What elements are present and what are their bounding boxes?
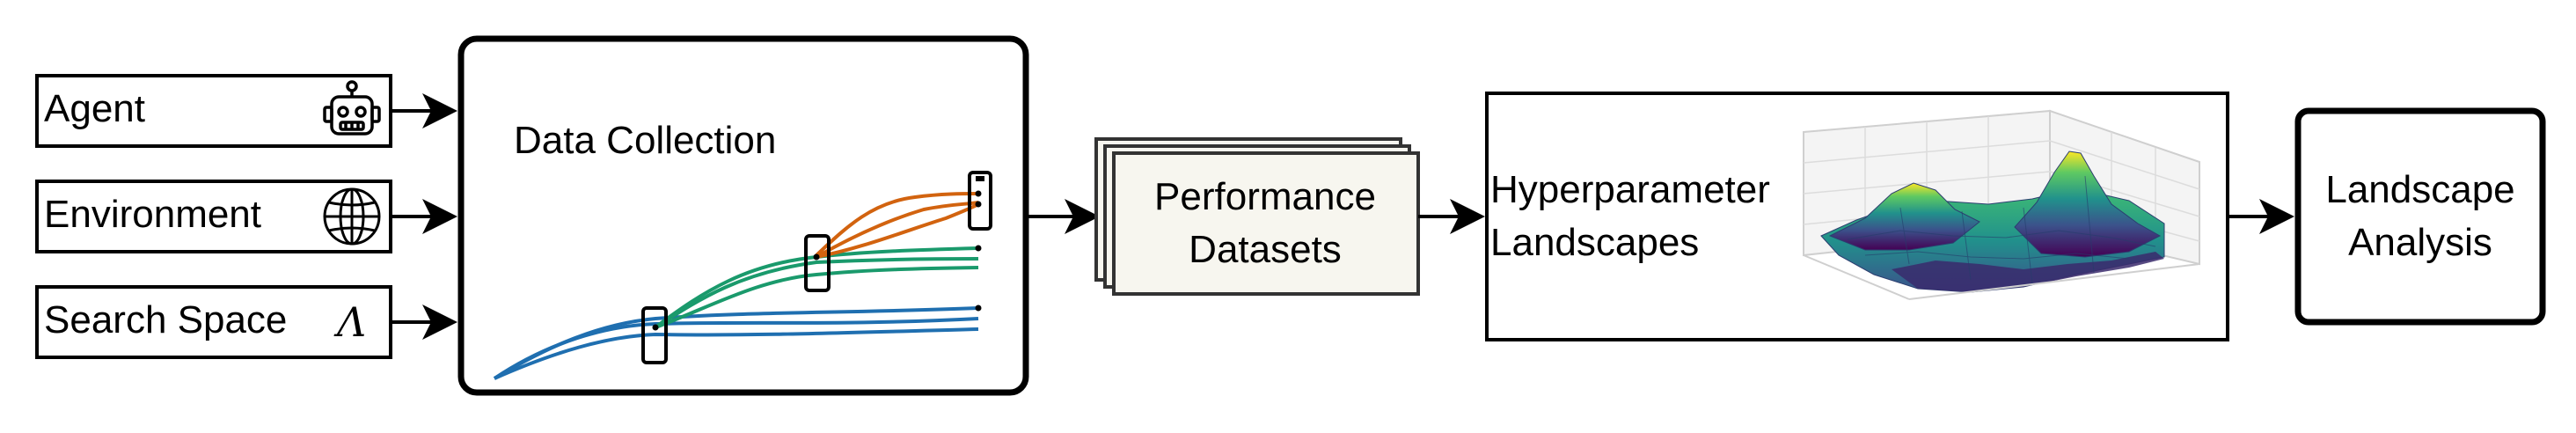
curve-orange-2	[816, 201, 979, 259]
performance-datasets-stack: Performance Datasets	[1094, 137, 1420, 296]
performance-label-line1: Performance	[1154, 175, 1376, 218]
agent-box: Agent	[35, 74, 392, 148]
surface-dark-valley	[1892, 252, 2164, 292]
search-space-box: Search Space Λ	[35, 285, 392, 359]
environment-label: Environment	[44, 193, 261, 236]
hyperparameter-landscapes-box: Hyperparameter Landscapes	[1485, 92, 2229, 341]
agent-label: Agent	[44, 87, 145, 130]
curve-blue-2	[493, 317, 979, 380]
data-collection-title: Data Collection	[514, 119, 776, 162]
input-arrows	[391, 93, 457, 340]
curve-green-2	[654, 257, 979, 329]
bracket-marker	[976, 176, 984, 181]
landscapes-label-line1: Hyperparameter	[1490, 168, 1770, 211]
learning-curves	[493, 192, 979, 380]
performance-label-line2: Datasets	[1189, 228, 1342, 271]
selection-brackets	[641, 171, 992, 364]
search-space-label: Search Space	[44, 298, 287, 341]
surface-plot	[1803, 109, 2200, 300]
landscape-analysis-box: Landscape Analysis	[2294, 107, 2546, 326]
analysis-label-line2: Analysis	[2348, 221, 2492, 264]
data-collection-box: Data Collection	[457, 35, 1029, 396]
curve-blue-3	[494, 327, 979, 380]
curve-endpoints	[652, 190, 982, 331]
surface-left-peak	[1828, 182, 1980, 251]
lambda-symbol: Λ	[333, 298, 366, 346]
robot-icon	[323, 80, 381, 136]
curve-green-3	[655, 266, 979, 329]
analysis-label-line1: Landscape	[2325, 168, 2514, 211]
globe-icon	[323, 187, 381, 246]
environment-box: Environment	[35, 180, 392, 253]
landscapes-label-line2: Landscapes	[1490, 221, 1699, 264]
curve-orange-1	[815, 192, 979, 257]
